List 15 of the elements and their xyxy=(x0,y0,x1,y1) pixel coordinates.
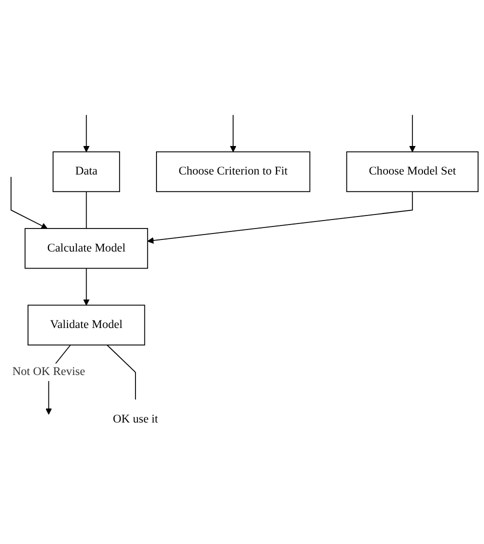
arrow xyxy=(10,176,48,229)
arrow xyxy=(83,268,90,306)
node-text: OK use it xyxy=(112,412,158,426)
node-box: Data xyxy=(52,151,120,192)
node-box: Choose Criterion to Fit xyxy=(156,151,310,192)
connector xyxy=(106,344,136,400)
arrow xyxy=(83,114,90,152)
node-box: Validate Model xyxy=(28,304,146,346)
arrow xyxy=(230,114,236,152)
edge-label: Not OK Revise xyxy=(12,366,86,378)
node-box: Choose Model Set xyxy=(346,151,479,192)
arrow xyxy=(409,114,416,152)
connector xyxy=(86,191,87,229)
node-box: Calculate Model xyxy=(24,228,148,269)
arrow xyxy=(147,191,413,244)
